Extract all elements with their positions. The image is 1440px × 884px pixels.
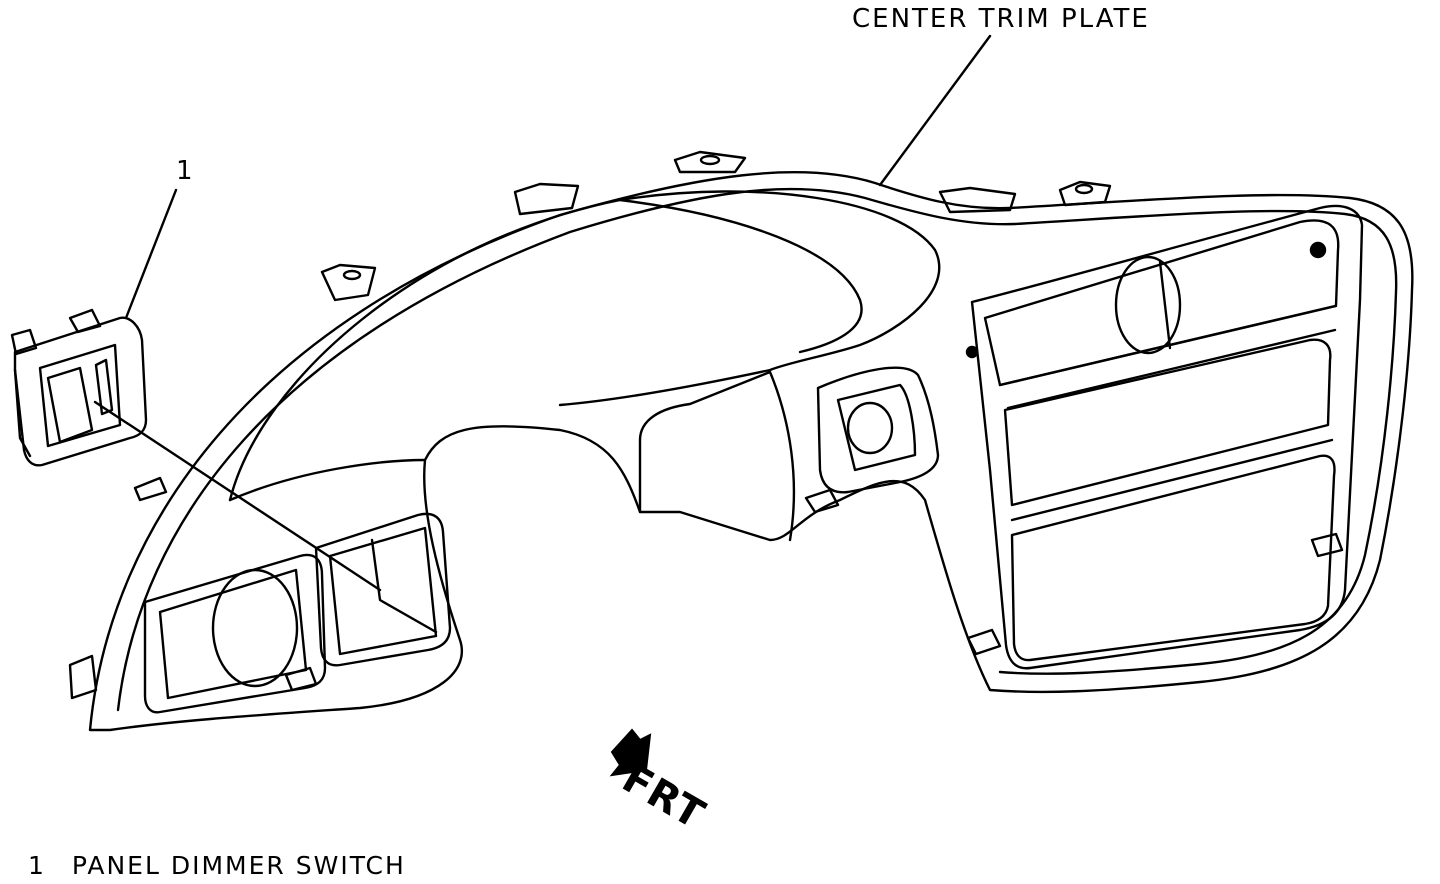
leader-callout-1 xyxy=(124,188,178,320)
mount-tab-5-hole xyxy=(1074,183,1094,195)
center-vent-bezel xyxy=(816,366,940,494)
center-vent-knob xyxy=(846,401,894,455)
dimmer-switch-tab-2 xyxy=(68,308,102,334)
dimmer-switch-tab-1 xyxy=(10,328,38,356)
mount-tab-4 xyxy=(938,186,1017,214)
dimmer-switch-side xyxy=(13,368,32,458)
clip-5 xyxy=(68,654,98,700)
legend-item-number: 1 xyxy=(28,851,46,880)
legend-item-text: PANEL DIMMER SWITCH xyxy=(71,851,406,880)
cluster-hood-contour xyxy=(228,190,941,502)
mount-tab-3-hole xyxy=(699,154,721,166)
dash-inner-outline xyxy=(116,187,1398,712)
left-vent-barrel xyxy=(211,568,299,688)
clip-1 xyxy=(804,488,840,514)
mount-tab-2 xyxy=(513,182,580,216)
dimmer-switch-rocker xyxy=(46,366,94,444)
dimmer-switch-wheel xyxy=(94,358,114,416)
clip-2 xyxy=(966,628,1002,656)
dash-outer-outline xyxy=(88,170,1414,732)
right-side-screw xyxy=(965,345,979,359)
center-trim-plate-label: CENTER TRIM PLATE xyxy=(852,4,1150,34)
clip-3 xyxy=(1310,532,1344,558)
dimmer-switch-body xyxy=(13,316,148,467)
mount-tab-1-hole xyxy=(342,269,362,281)
right-upper-vent xyxy=(983,219,1340,387)
right-bezel-screw xyxy=(1309,241,1327,259)
cluster-recess xyxy=(228,370,796,542)
leader-center-trim xyxy=(878,34,992,187)
mount-tab-5 xyxy=(1058,180,1112,207)
legend-item: 1 PANEL DIMMER SWITCH xyxy=(28,853,406,878)
center-left-vent-inner xyxy=(328,526,438,656)
cluster-hood-inner xyxy=(618,198,863,354)
dimmer-switch-face xyxy=(38,343,122,448)
right-bezel-outer xyxy=(970,204,1364,670)
center-vent-inner xyxy=(836,383,917,472)
right-shelf-line xyxy=(998,304,1337,522)
right-vent-barrel xyxy=(1114,255,1182,355)
callout-number-1: 1 xyxy=(176,156,195,186)
front-arrow-icon xyxy=(609,728,652,777)
center-left-vent-outer xyxy=(314,512,452,667)
mount-tab-1 xyxy=(320,263,377,302)
right-vent-slat xyxy=(1158,260,1172,350)
right-lower-pocket xyxy=(1010,454,1336,662)
clip-6 xyxy=(133,476,168,502)
center-left-vent-slat xyxy=(370,538,438,634)
mount-tab-3 xyxy=(673,150,747,174)
clip-4 xyxy=(284,666,318,692)
right-middle-pocket xyxy=(1003,338,1332,507)
